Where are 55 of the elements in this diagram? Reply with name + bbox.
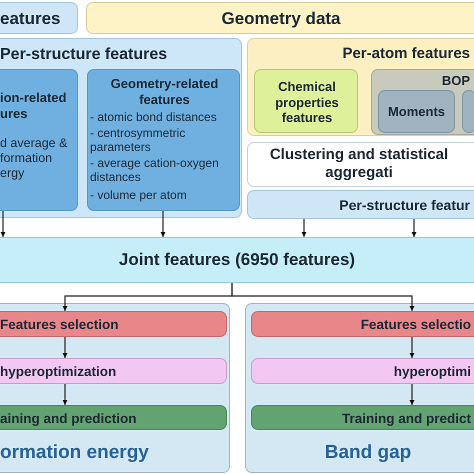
process-box	[251, 358, 474, 384]
process-box	[0, 311, 227, 337]
box-label: Per-structure featur	[338, 197, 470, 214]
target-label: Band gap	[324, 442, 412, 465]
input-panel	[86, 2, 474, 34]
feature-list-text: - volume per atom	[90, 188, 188, 202]
panel-title: Geometry data	[220, 9, 342, 30]
arrow	[62, 384, 68, 405]
box-label: Moments	[386, 104, 446, 120]
process-box	[251, 311, 474, 337]
box-label: Geometry-related features	[110, 76, 220, 108]
arrow	[410, 337, 414, 358]
arrow	[0, 211, 6, 237]
box-label: aining and prediction	[0, 411, 138, 428]
joint-box	[0, 237, 474, 283]
panel-title: Per-structure features	[0, 45, 168, 64]
box-label: Features selectio	[360, 317, 471, 334]
process-box	[251, 405, 474, 430]
process-box	[247, 142, 474, 187]
feature-box	[254, 69, 358, 133]
arrow	[410, 384, 414, 405]
panel-title: eatures	[0, 9, 62, 30]
feature-box	[247, 190, 474, 219]
arrow	[160, 211, 166, 237]
panel-title: BOP	[440, 73, 470, 89]
input-panel	[0, 2, 78, 34]
target-label: ormation energy	[0, 442, 150, 465]
arrow	[302, 219, 306, 237]
feature-box	[462, 90, 474, 133]
box-label: ion-related ures	[0, 90, 68, 122]
feature-box	[378, 90, 455, 133]
box-label: hyperoptimization	[0, 364, 118, 380]
process-box	[0, 405, 227, 430]
group-panel	[0, 38, 242, 218]
model-panel	[245, 303, 474, 473]
box-label: Features selection	[0, 317, 120, 334]
arrow	[231, 283, 414, 311]
feature-box	[87, 69, 240, 211]
group-panel	[247, 38, 474, 136]
arrow	[62, 337, 68, 358]
feature-list-text: d average & formation ergy	[0, 136, 68, 181]
feature-list-text: - average cation-oxygen distances	[90, 156, 220, 185]
panel-title: Per-atom features	[341, 45, 470, 63]
box-label: Joint features (6950 features)	[118, 250, 356, 270]
feature-box	[0, 69, 78, 211]
process-box	[0, 358, 227, 384]
group-panel	[371, 69, 474, 135]
model-panel	[0, 303, 230, 473]
feature-list-text: - centrosymmetric parameters	[90, 126, 186, 155]
box-label: hyperoptimi	[392, 364, 471, 380]
arrow	[412, 219, 416, 237]
box-label: Training and predict	[340, 411, 471, 428]
box-label: Chemical properties features	[274, 79, 340, 126]
feature-list-text: - atomic bond distances	[90, 110, 218, 124]
box-label: Clustering and statistical aggregati	[268, 146, 450, 182]
